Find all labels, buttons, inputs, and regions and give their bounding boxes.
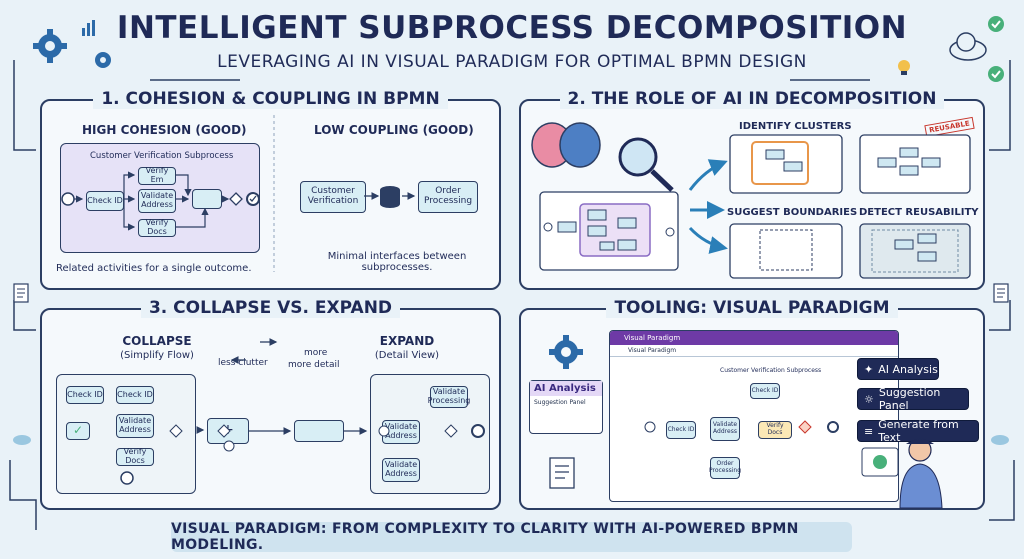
box-customer-verification: Customer Verification xyxy=(300,181,366,213)
start-event xyxy=(61,192,75,206)
gear-icon xyxy=(549,335,583,369)
suggest-boundaries-heading: SUGGEST BOUNDARIES xyxy=(727,207,858,218)
footer-banner: VISUAL PARADIGM: FROM COMPLEXITY TO CLAR… xyxy=(171,521,852,553)
diagram-task[interactable]: Validate Address xyxy=(710,417,740,441)
diagram-title: Customer Verification Subprocess xyxy=(720,367,822,374)
task-verify-email: Verify Em xyxy=(138,166,176,185)
page-subtitle: LEVERAGING AI IN VISUAL PARADIGM FOR OPT… xyxy=(217,52,807,72)
detect-reusability-heading: DETECT REUSABILITY xyxy=(859,207,979,218)
page-title: INTELLIGENT SUBPROCESS DECOMPOSITION xyxy=(116,10,908,46)
cloud-icon xyxy=(949,32,987,61)
sparkle-icon: ✦ xyxy=(864,362,874,376)
low-coupling-heading: LOW COUPLING (GOOD) xyxy=(314,123,474,137)
ai-analysis-tag[interactable]: AI Analysis xyxy=(530,381,602,396)
collapse-heading: COLLAPSE xyxy=(122,334,192,348)
collapse-task: Check ID xyxy=(116,386,154,404)
high-cohesion-heading: HIGH COHESION (GOOD) xyxy=(82,123,247,137)
magnifier-icon xyxy=(618,137,674,192)
panel-title: 2. THE ROLE OF AI IN DECOMPOSITION xyxy=(559,89,945,109)
more-label: more xyxy=(304,348,328,358)
text-icon: ≡ xyxy=(864,424,874,438)
diagram-task[interactable]: Check ID xyxy=(666,421,696,439)
panel-title: 3. COLLAPSE VS. EXPAND xyxy=(140,298,401,318)
check-icon xyxy=(988,16,1004,32)
brain-icon xyxy=(531,122,601,168)
check-icon xyxy=(988,66,1004,82)
document-icon xyxy=(549,457,575,489)
lightbulb-icon xyxy=(898,60,910,75)
diagram-task[interactable]: Verify Docs xyxy=(758,421,792,439)
chart-icon xyxy=(82,20,95,36)
panel-cohesion-coupling: 1. COHESION & COUPLING IN BPMN HIGH COHE… xyxy=(40,89,501,290)
document-icon xyxy=(993,283,1009,303)
expanded-subprocess-box xyxy=(294,420,344,442)
gear-icon xyxy=(33,29,67,63)
check-icon: ✓ xyxy=(72,423,84,438)
expand-task: Validate Processing xyxy=(428,386,470,408)
panel-title: TOOLING: VISUAL PARADIGM xyxy=(606,298,898,318)
diagram-task[interactable]: Order Processing xyxy=(709,457,741,479)
expand-task: Validate Address xyxy=(382,458,420,482)
gateway xyxy=(229,192,243,206)
ai-analysis-button[interactable]: ✦AI Analysis xyxy=(857,358,939,380)
collapse-task: Validate Address xyxy=(116,414,154,438)
document-icon xyxy=(13,283,29,303)
suggestion-panel-small: Suggestion Panel xyxy=(534,399,586,406)
generate-from-text-button[interactable]: ≡Generate from Text xyxy=(857,418,979,444)
box-order-processing: Order Processing xyxy=(418,181,478,213)
more-detail-label: more detail xyxy=(288,360,340,370)
database-icon xyxy=(380,186,400,208)
task-verify-docs: Verify Docs xyxy=(138,218,176,237)
cloud-icon xyxy=(991,435,1009,445)
less-clutter-label: less clutter xyxy=(218,358,268,368)
expand-heading: EXPAND xyxy=(379,334,435,348)
collapse-subheading: (Simplify Flow) xyxy=(120,350,194,361)
expand-subheading: (Detail View) xyxy=(374,350,440,361)
subprocess-label: Customer Verification Subprocess xyxy=(90,151,234,161)
collapse-task: Check ID xyxy=(66,386,104,404)
high-cohesion-caption: Related activities for a single outcome. xyxy=(56,263,252,274)
ai-analysis-panel: AI Analysis Suggestion Panel xyxy=(529,380,603,434)
window-titlebar: Visual Paradigm xyxy=(610,331,898,345)
diagram-task[interactable]: Check ID xyxy=(750,383,780,399)
suggestion-panel-button[interactable]: ☼Suggestion Panel xyxy=(857,386,969,412)
user-avatar xyxy=(899,438,943,509)
identify-clusters-heading: IDENTIFY CLUSTERS xyxy=(739,121,852,132)
low-coupling-caption: Minimal interfaces between subprocesses. xyxy=(327,251,467,273)
gear-icon xyxy=(95,52,111,68)
cloud-icon xyxy=(13,435,31,445)
collapse-check-task: ✓ xyxy=(66,422,90,440)
collapse-task: Verify Docs xyxy=(116,447,154,466)
panel-tooling: TOOLING: VISUAL PARADIGM Visual Paradigm… xyxy=(519,298,985,510)
panel-title: 1. COHESION & COUPLING IN BPMN xyxy=(93,89,448,109)
window-tab[interactable]: Visual Paradigm xyxy=(610,345,898,357)
task-validate-address: Validate Address xyxy=(138,189,176,213)
lightbulb-icon: ☼ xyxy=(864,392,874,406)
app-window: Visual Paradigm Visual Paradigm Customer… xyxy=(609,330,899,502)
